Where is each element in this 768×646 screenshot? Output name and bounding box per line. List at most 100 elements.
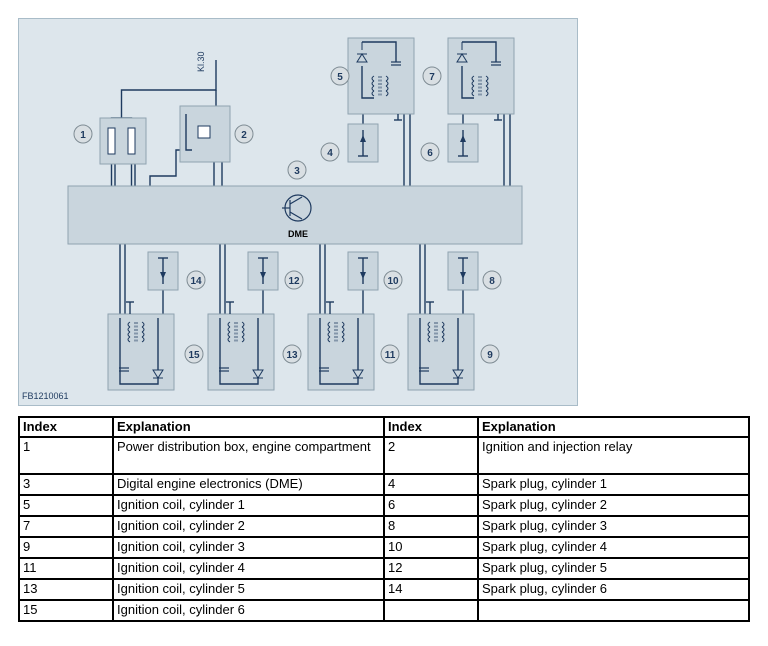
secondary-winding bbox=[385, 80, 389, 87]
index-cell: 10 bbox=[383, 536, 479, 559]
marker-label: 5 bbox=[337, 72, 343, 83]
supply-label: Kl.30 bbox=[196, 51, 206, 72]
explanation-cell: Spark plug, cylinder 4 bbox=[477, 536, 750, 559]
wire bbox=[119, 318, 159, 385]
secondary-winding bbox=[441, 326, 445, 333]
secondary-winding bbox=[141, 336, 145, 343]
diode-triangle bbox=[356, 53, 368, 63]
marker-label: 1 bbox=[80, 130, 86, 141]
index-cell: 4 bbox=[383, 473, 479, 496]
col-header-index: Index bbox=[18, 416, 114, 438]
index-marker: 15 bbox=[184, 344, 204, 364]
index-cell: 12 bbox=[383, 557, 479, 580]
primary-winding bbox=[227, 336, 231, 343]
spark-arrow bbox=[360, 135, 366, 142]
marker-circle bbox=[287, 160, 307, 180]
primary-winding bbox=[427, 326, 431, 333]
ignition-coil bbox=[107, 313, 175, 391]
wire bbox=[419, 318, 459, 385]
secondary-winding bbox=[141, 326, 145, 333]
diode-symbol bbox=[356, 53, 368, 63]
secondary-winding bbox=[341, 331, 345, 338]
fuse bbox=[127, 127, 136, 155]
primary-winding bbox=[471, 90, 475, 97]
explanation-cell: Digital engine electronics (DME) bbox=[112, 473, 385, 496]
wire bbox=[219, 318, 259, 385]
secondary-winding bbox=[241, 336, 245, 343]
explanation-cell: Spark plug, cylinder 5 bbox=[477, 557, 750, 580]
marker-label: 8 bbox=[489, 276, 495, 287]
wire bbox=[461, 66, 474, 99]
coil-symbol bbox=[127, 321, 145, 343]
marker-circle bbox=[234, 124, 254, 144]
wire bbox=[462, 41, 497, 62]
index-cell: 15 bbox=[18, 599, 114, 622]
marker-label: 2 bbox=[241, 130, 247, 141]
secondary-winding bbox=[485, 90, 489, 97]
index-marker: 13 bbox=[282, 344, 302, 364]
marker-label: 14 bbox=[190, 276, 202, 287]
primary-winding bbox=[327, 321, 331, 328]
index-cell bbox=[383, 599, 479, 622]
wire bbox=[319, 318, 359, 385]
spark-arrow bbox=[460, 135, 466, 142]
marker-circle bbox=[380, 344, 400, 364]
marker-label: 6 bbox=[427, 148, 433, 159]
wire bbox=[149, 149, 186, 186]
transistor-emitter bbox=[289, 211, 303, 220]
index-marker: 1 bbox=[73, 124, 93, 144]
power-distribution-box bbox=[99, 117, 147, 165]
primary-winding bbox=[371, 80, 375, 87]
primary-winding bbox=[227, 331, 231, 338]
coil-symbol bbox=[471, 75, 489, 97]
primary-winding bbox=[127, 326, 131, 333]
explanation-cell: Ignition and injection relay bbox=[477, 436, 750, 475]
explanation-cell: Ignition coil, cylinder 5 bbox=[112, 578, 385, 601]
secondary-winding bbox=[441, 321, 445, 328]
coil-symbol bbox=[427, 321, 445, 343]
wire bbox=[361, 66, 374, 99]
diode-symbol bbox=[456, 53, 468, 63]
secondary-winding bbox=[341, 326, 345, 333]
index-marker: 2 bbox=[234, 124, 254, 144]
legend-header-row: Index Explanation Index Explanation bbox=[18, 416, 750, 438]
index-cell: 7 bbox=[18, 515, 114, 538]
index-cell: 2 bbox=[383, 436, 479, 475]
relay-coil bbox=[197, 125, 211, 139]
secondary-winding bbox=[241, 321, 245, 328]
transistor-collector bbox=[289, 196, 303, 205]
col-header-explanation: Explanation bbox=[477, 416, 750, 438]
secondary-winding bbox=[485, 80, 489, 87]
index-marker: 14 bbox=[186, 270, 206, 290]
marker-label: 7 bbox=[429, 72, 435, 83]
secondary-winding bbox=[441, 331, 445, 338]
index-marker: 11 bbox=[380, 344, 400, 364]
primary-winding bbox=[127, 331, 131, 338]
index-marker: 10 bbox=[383, 270, 403, 290]
wire bbox=[362, 41, 397, 62]
marker-circle bbox=[330, 66, 350, 86]
marker-label: 12 bbox=[288, 276, 300, 287]
secondary-winding bbox=[485, 85, 489, 92]
marker-circle bbox=[184, 344, 204, 364]
marker-circle bbox=[383, 270, 403, 290]
index-marker: 3 bbox=[287, 160, 307, 180]
marker-circle bbox=[73, 124, 93, 144]
index-cell: 1 bbox=[18, 436, 114, 475]
index-cell: 14 bbox=[383, 578, 479, 601]
index-cell: 9 bbox=[18, 536, 114, 559]
marker-circle bbox=[482, 270, 502, 290]
marker-label: 13 bbox=[286, 350, 298, 361]
explanation-cell: Power distribution box, engine compartme… bbox=[112, 436, 385, 475]
index-cell: 5 bbox=[18, 494, 114, 517]
marker-circle bbox=[480, 344, 500, 364]
index-cell: 3 bbox=[18, 473, 114, 496]
ignition-coil bbox=[307, 313, 375, 391]
marker-circle bbox=[282, 344, 302, 364]
secondary-winding bbox=[385, 85, 389, 92]
